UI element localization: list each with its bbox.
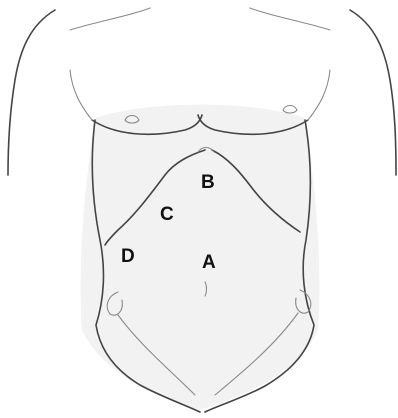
- left-armpit-line: [70, 70, 92, 120]
- label-d: D: [121, 246, 135, 267]
- label-b: B: [201, 172, 215, 193]
- label-c: C: [160, 204, 174, 225]
- left-shoulder-line: [8, 10, 55, 175]
- right-neck-line: [250, 8, 330, 30]
- right-armpit-line: [308, 70, 330, 120]
- label-a: A: [202, 252, 216, 273]
- right-nipple: [283, 106, 297, 114]
- right-shoulder-line: [350, 10, 396, 175]
- left-neck-line: [70, 8, 150, 30]
